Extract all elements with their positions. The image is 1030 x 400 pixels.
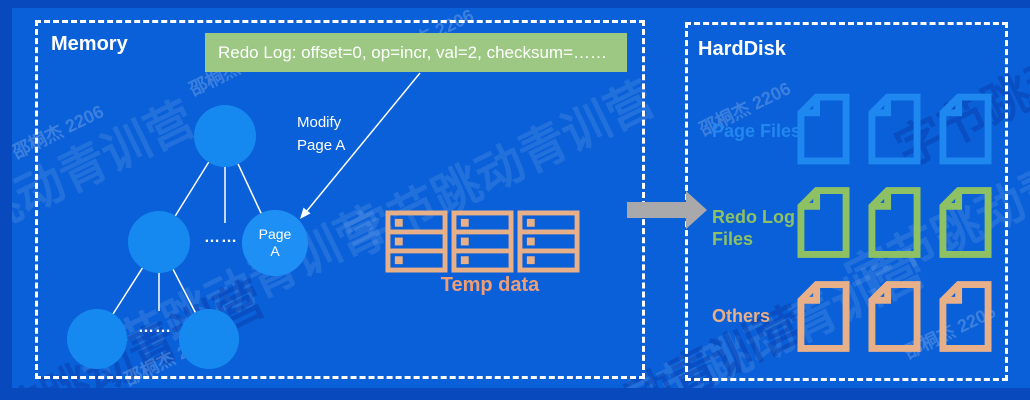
page-a-node: Page A	[242, 210, 308, 276]
temp-data-label: Temp data	[440, 274, 540, 296]
ellipsis-level3: ……	[138, 319, 172, 336]
file-icon	[868, 187, 921, 258]
tree-root-node	[194, 105, 256, 167]
others-label: Others	[712, 306, 771, 326]
page-files-label: Page Files	[712, 121, 802, 141]
ellipsis-level2: ……	[204, 229, 238, 246]
others-icons	[797, 278, 992, 355]
file-icon	[797, 281, 850, 352]
redo-log-files-icons	[797, 185, 992, 260]
file-icon	[939, 187, 992, 258]
frame-edge-bottom	[0, 388, 1030, 400]
modify-arrow	[300, 72, 421, 219]
page-files-icons	[797, 93, 992, 165]
others-row: Others	[695, 278, 1008, 355]
modify-page-a-label: Modify Page A	[297, 114, 346, 154]
file-icon	[939, 93, 992, 165]
page-a-label: Page A	[258, 225, 292, 260]
server-icon	[451, 210, 514, 273]
redo-log-files-label: Redo Log Files	[712, 207, 795, 249]
temp-data-servers	[385, 210, 585, 273]
server-icon	[517, 210, 580, 273]
harddisk-title: HardDisk	[698, 38, 786, 60]
file-icon	[868, 93, 921, 165]
tree-level3-node-right	[179, 309, 239, 369]
file-icon	[797, 187, 850, 258]
page-files-row: Page Files	[695, 93, 1008, 165]
file-icon	[797, 93, 850, 165]
file-icon	[939, 281, 992, 352]
tree-level2-node	[128, 211, 190, 273]
memory-box: Memory	[35, 20, 645, 379]
frame-edge-top	[0, 0, 1030, 8]
server-icon	[385, 210, 448, 273]
redo-log-files-row: Redo Log Files	[695, 185, 1008, 260]
tree-level3-node-left	[67, 309, 127, 369]
flush-arrow	[627, 191, 707, 229]
memory-title: Memory	[51, 33, 128, 55]
file-icon	[868, 281, 921, 352]
frame-edge-left	[0, 0, 12, 400]
redo-log-banner: Redo Log: offset=0, op=incr, val=2, chec…	[205, 33, 627, 72]
